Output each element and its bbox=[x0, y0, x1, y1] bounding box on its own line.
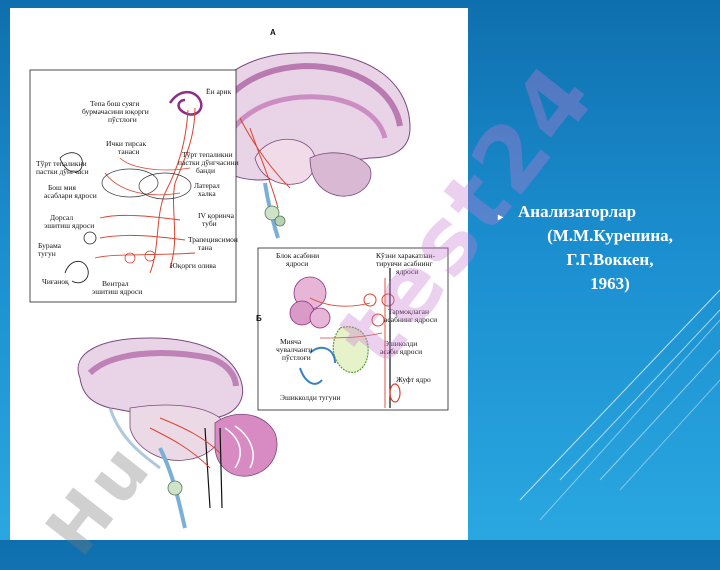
label-a-1: Тепа бош суяги bbox=[90, 99, 140, 108]
label-a-8: Тўрт тепаликни bbox=[182, 150, 233, 159]
brain-illustration bbox=[29, 52, 449, 529]
label-a-2: бурмачасини юқорги bbox=[82, 107, 149, 116]
label-b-10: Эшиколди bbox=[384, 339, 418, 348]
label-a-24: Юқорги олива bbox=[170, 261, 216, 270]
panel-label-b: Б bbox=[256, 314, 262, 323]
label-b-5: Тармоқлаган bbox=[388, 307, 429, 316]
caption-line-2: (М.М.Курепина, bbox=[547, 226, 673, 245]
label-a-19: Бурама bbox=[38, 241, 61, 250]
label-a-4: Ички тирсак bbox=[106, 139, 147, 148]
label-a-22: тана bbox=[198, 243, 213, 252]
label-a-6: Тўрт тепаликни bbox=[36, 159, 87, 168]
anatomy-figure: А Б Ён арик Тепа бош суяги бурмачасини ю… bbox=[10, 8, 468, 540]
label-a-3: пўстлоғи bbox=[108, 115, 137, 124]
caption-line-3: Г.Г.Воккен, bbox=[566, 250, 654, 269]
label-a-18: туби bbox=[202, 219, 217, 228]
label-b-2: Кўзни харакатлан- bbox=[376, 251, 436, 260]
label-a-20: тугун bbox=[38, 249, 56, 258]
label-a-11: Бош мия bbox=[48, 183, 76, 192]
label-b-13: Эшикколди тугуни bbox=[280, 393, 341, 402]
label-b-1: ядроси bbox=[286, 259, 309, 268]
auditory-pathway-diagram bbox=[59, 90, 203, 284]
label-a-7: пастки дўнгчаси bbox=[36, 167, 89, 176]
label-b-3: тирувчи асабнинг bbox=[376, 259, 433, 268]
label-a-26: эшитиш ядроси bbox=[92, 287, 143, 296]
label-b-9: пўстлоғи bbox=[282, 353, 311, 362]
bullet-icon: ▸ bbox=[498, 212, 504, 223]
brain-sagittal-a bbox=[204, 52, 411, 239]
oculomotor-nuclei-diagram bbox=[289, 268, 401, 408]
label-a-23: Чиғаноқ bbox=[42, 277, 69, 286]
label-a-13: Латерал bbox=[194, 181, 220, 190]
label-b-0: Блок асабини bbox=[276, 251, 320, 260]
label-a-5: танаси bbox=[118, 147, 140, 156]
label-b-7: Мияча bbox=[280, 337, 302, 346]
label-b-6: асабнинг ядроси bbox=[384, 315, 438, 324]
label-a-15: Дорсал bbox=[50, 213, 74, 222]
label-a-0: Ён арик bbox=[206, 87, 232, 96]
label-a-9: пастки дўнгчасини bbox=[178, 158, 239, 167]
slide-caption: ▸ Анализаторлар (М.М.Курепина, Г.Г.Вокке… bbox=[498, 200, 708, 296]
label-b-4: ядроси bbox=[396, 267, 419, 276]
label-a-17: IV қоринча bbox=[198, 211, 234, 220]
label-a-10: банди bbox=[196, 166, 215, 175]
label-a-16: эшитиш ядроси bbox=[44, 221, 95, 230]
label-b-12: Жуфт ядро bbox=[396, 375, 431, 384]
label-a-12: асаблари ядроси bbox=[44, 191, 97, 200]
decorative-lines bbox=[519, 289, 720, 521]
label-b-8: чувалчанги bbox=[276, 345, 313, 354]
panel-label-a: А bbox=[270, 28, 276, 37]
label-a-14: халка bbox=[198, 189, 216, 198]
label-b-11: асаби ядроси bbox=[380, 347, 423, 356]
caption-line-4: 1963) bbox=[590, 274, 630, 293]
brain-sagittal-b bbox=[77, 337, 278, 529]
caption-line-1: Анализаторлар bbox=[518, 202, 637, 221]
label-a-21: Трапециясимон bbox=[188, 235, 238, 244]
label-a-25: Вентрал bbox=[102, 279, 129, 288]
